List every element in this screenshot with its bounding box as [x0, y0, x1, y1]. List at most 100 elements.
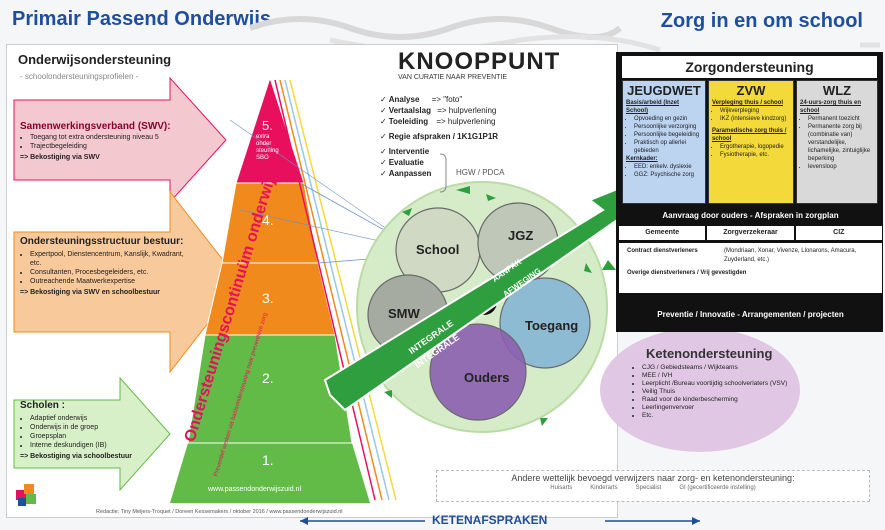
- verwijzers-box: Andere wettelijk bevoegd verwijzers naar…: [436, 470, 870, 502]
- level-1-label: 1.: [262, 452, 274, 468]
- col-head: ZVW: [736, 83, 766, 98]
- label-toegang: Toegang: [525, 318, 579, 333]
- level-2-label: 2.: [262, 370, 274, 386]
- step-toeleiding: ✓Toeleiding => hulpverlening: [380, 117, 496, 126]
- ketenafspraken: KETENAFSPRAKEN: [432, 513, 548, 527]
- col-sub: Verpleging thuis / school: [712, 100, 784, 106]
- list-item: CJG / Gebiedsteams / Wijkteams: [642, 364, 787, 372]
- col-sub: Kernkader:: [626, 156, 658, 162]
- list-item: Adaptief onderwijs: [30, 414, 140, 423]
- col-sub: 24-uurs-zorg thuis en school: [800, 100, 862, 114]
- onderwijs-subtitle: - schoolondersteuningsprofielen -: [20, 72, 139, 81]
- scholen-arrow: [13, 376, 171, 492]
- col-sub: Paramedische zorg thuis / school: [712, 128, 787, 142]
- contract-row: Contract dienstverleners (Mondriaan, Xon…: [618, 242, 883, 294]
- brace-label: HGW / PDCA: [456, 168, 505, 177]
- preventie-row: Preventie / Innovatie - Arrangementen / …: [657, 310, 844, 319]
- level-5-label: 5.: [262, 118, 273, 133]
- list-item: Interne deskundigen (IB): [30, 441, 140, 450]
- list-item: Wijkverpleging: [720, 107, 790, 115]
- scholen-box: Scholen : Adaptief onderwijs Onderwijs i…: [20, 400, 140, 461]
- list-item: MEE / IVH: [642, 372, 787, 380]
- label-school: School: [416, 242, 460, 257]
- col-zvw: ZVW Verpleging thuis / school Wijkverple…: [708, 80, 794, 204]
- swv-arrow: [13, 76, 227, 204]
- scholen-footer: => Bekostiging via schoolbestuur: [20, 453, 133, 460]
- financier-zorgverzekeraar: Zorgverzekeraar: [707, 226, 794, 240]
- list-item: Permanente zorg bij (combinatie van) ver…: [808, 123, 874, 163]
- col-wlz: WLZ 24-uurs-zorg thuis en school Permane…: [796, 80, 878, 204]
- circle-ouders: [429, 323, 527, 421]
- list-item: Leerplicht /Bureau voortijdig schoolverl…: [642, 380, 787, 388]
- list-item: IKZ (intensieve kindzorg): [720, 115, 790, 123]
- structuur-arrow: [13, 190, 241, 374]
- list-item: Persoonlijke verzorging: [634, 123, 702, 131]
- pyramid-level-1: [170, 443, 370, 503]
- list-item: Expertpool, Dienstencentrum, Kanslijk, K…: [30, 250, 190, 268]
- list-item: EED: enkelv. dyslexie: [634, 163, 702, 171]
- financier-gemeente: Gemeente: [619, 226, 706, 240]
- knooppunt-steps: ✓Analyse => "foto" ✓Vertaalslag => hulpv…: [380, 94, 560, 179]
- step-regie: ✓Regie afspraken / 1K1G1P1R: [380, 132, 499, 141]
- keten-ellipse: [600, 328, 800, 452]
- list-item: GGZ: Psychische zorg: [634, 171, 702, 179]
- step-aanpassen: ✓Aanpassen: [380, 169, 432, 178]
- col-jeugdwet: JEUGDWET Basis/arbeid (Inzet School) Opv…: [622, 80, 706, 204]
- structuur-box: Ondersteuningsstructuur bestuur: Expertp…: [20, 236, 190, 297]
- col-head: WLZ: [822, 83, 852, 98]
- verwijzers-title: Andere wettelijk bevoegd verwijzers naar…: [511, 473, 795, 483]
- level-4-label: 4.: [262, 212, 274, 228]
- label-ouders: Ouders: [464, 370, 510, 385]
- aanvraag-row: Aanvraag door ouders - Afspraken in zorg…: [662, 211, 839, 220]
- left-title: Primair Passend Onderwijs: [12, 8, 271, 30]
- list-item: Opvoeding en gezin: [634, 115, 702, 123]
- list-item: Consultanten, Procesbegeleiders, etc.: [30, 268, 190, 277]
- verwijzer-item: Huisarts: [550, 485, 573, 491]
- col-head: JEUGDWET: [627, 83, 701, 98]
- verwijzer-item: GI (gecertificeerde instelling): [679, 485, 756, 491]
- list-item: Onderwijs in de groep: [30, 423, 140, 432]
- swv-box: Samenwerkingsverband (SWV): Toegang tot …: [20, 122, 195, 162]
- list-item: Permanent toezicht: [808, 115, 874, 123]
- verwijzers-list: Huisarts Kinderarts Specialist GI (gecer…: [437, 485, 869, 491]
- knooppunt-title: KNOOPPUNT: [398, 48, 561, 75]
- level-3-label: 3.: [262, 290, 274, 306]
- logo-icon: [16, 484, 40, 508]
- list-item: Persoonlijke begeleiding: [634, 131, 702, 139]
- list-item: Fysiotherapie, etc.: [720, 151, 790, 159]
- onderwijs-title: Onderwijsondersteuning: [18, 52, 172, 67]
- label-jgz: JGZ: [508, 228, 534, 243]
- list-item: Trajectbegeleiding: [30, 142, 195, 151]
- keten-title: Ketenondersteuning: [646, 346, 773, 361]
- label-smw: SMW: [388, 306, 420, 321]
- step-interventie: ✓Interventie: [380, 147, 430, 156]
- structuur-title: Ondersteuningsstructuur bestuur:: [20, 236, 184, 247]
- pyramid-url: www.passendonderwijszuid.nl: [208, 486, 301, 493]
- list-item: Outreachende Maatwerkexpertise: [30, 277, 190, 286]
- list-item: Veilig Thuis: [642, 388, 787, 396]
- list-item: Ergotherapie, logopedie: [720, 143, 790, 151]
- zorg-title: Zorgondersteuning: [622, 56, 877, 78]
- list-item: Leerlingenvervoer: [642, 404, 787, 412]
- col-sub: Basis/arbeid (Inzet School): [626, 100, 680, 114]
- list-item: Toegang tot extra ondersteuning niveau 5: [30, 133, 195, 142]
- swv-title: Samenwerkingsverband (SWV):: [20, 121, 171, 132]
- contract-label: Contract dienstverleners: [627, 248, 698, 254]
- list-item: Raad voor de kinderbescherming: [642, 396, 787, 404]
- verwijzer-item: Kinderarts: [590, 485, 618, 491]
- scholen-title: Scholen :: [20, 400, 66, 411]
- list-item: Groepsplan: [30, 432, 140, 441]
- credit-line: Redactie: Tiny Meijers-Troquet / Doreen …: [96, 509, 343, 515]
- overige-label: Overige dienstverleners / Vrij gevestigd…: [627, 270, 747, 276]
- financiers-row: Gemeente Zorgverzekeraar CIZ: [618, 226, 883, 240]
- keten-list: CJG / Gebiedsteams / Wijkteams MEE / IVH…: [632, 364, 787, 420]
- knooppunt-subtitle: VAN CURATIE NAAR PREVENTIE: [398, 74, 508, 81]
- right-title: Zorg in en om school: [660, 10, 863, 32]
- level-5-text: extra onder steuning SBO: [256, 134, 279, 161]
- verwijzer-item: Specialist: [635, 485, 662, 491]
- contract-names: (Mondriaan, Xonar, Vivenze, Llonarons, A…: [724, 248, 857, 263]
- structuur-footer: => Bekostiging via SWV en schoolbestuur: [20, 289, 161, 296]
- step-evaluatie: ✓Evaluatie: [380, 158, 424, 167]
- list-item: Praktisch op allerlei gebieden: [634, 139, 702, 155]
